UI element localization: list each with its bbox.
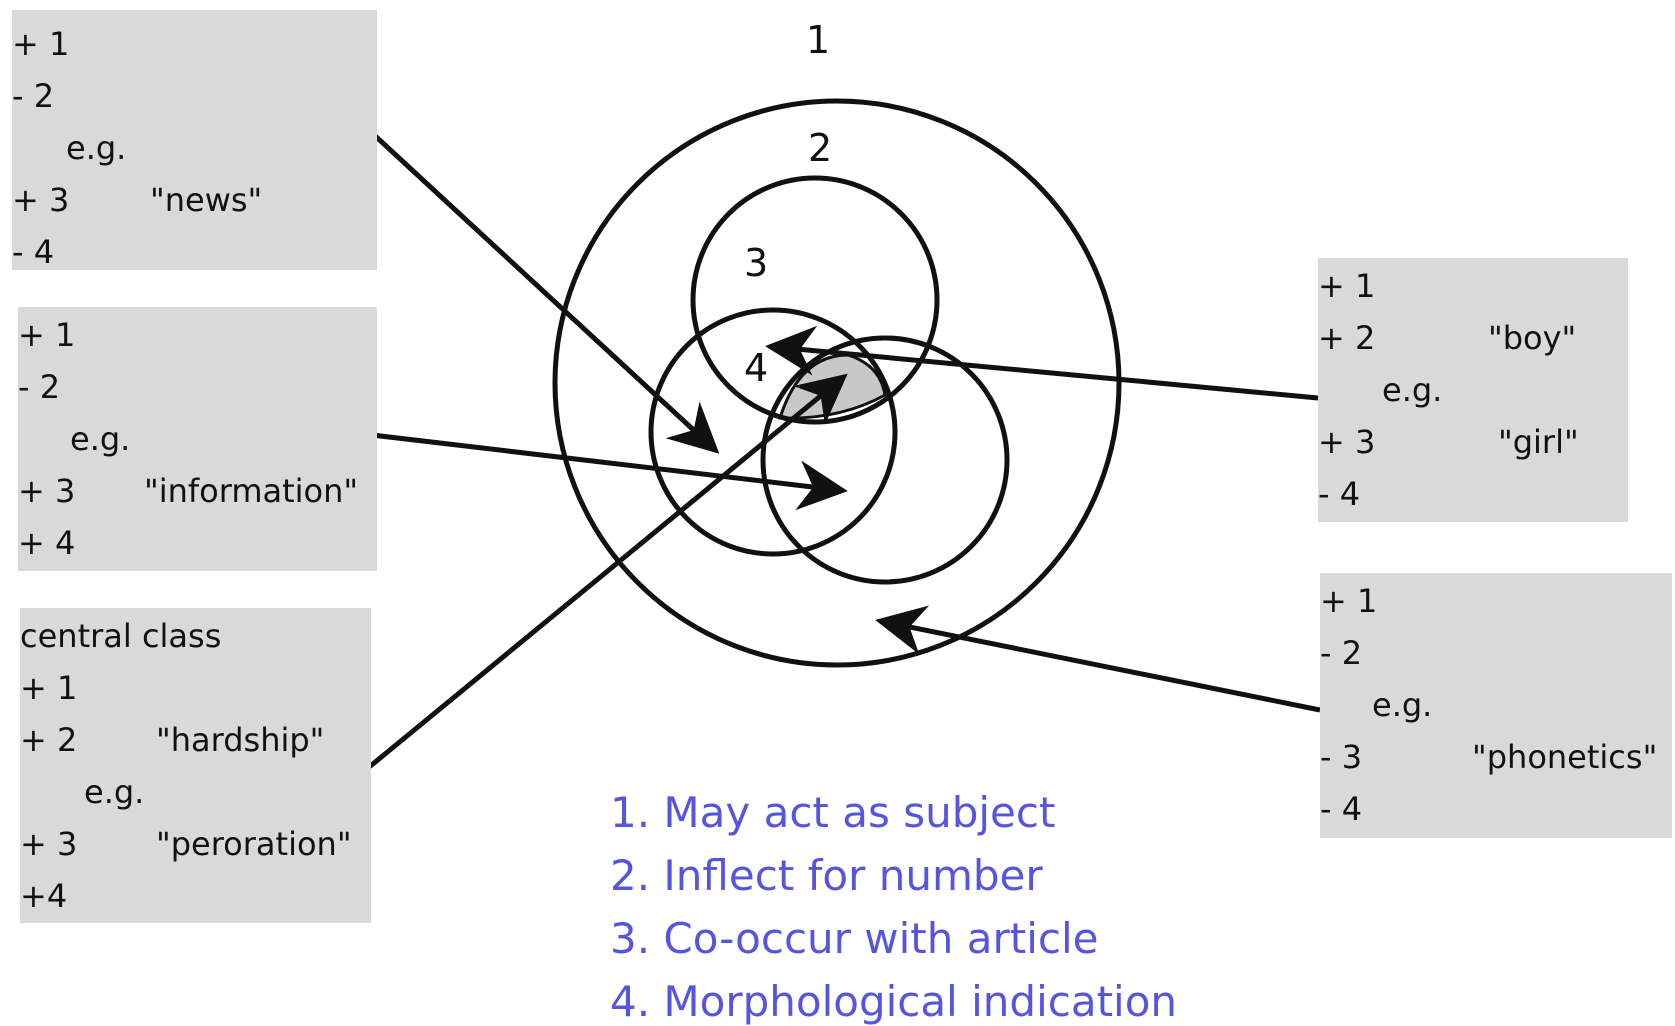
- feature-4: - 4: [1320, 790, 1363, 828]
- feature-3: + 3: [20, 825, 78, 863]
- arrow-phonetics: [875, 605, 1321, 713]
- eg-label: e.g.: [1372, 686, 1433, 724]
- feature-4: + 4: [18, 524, 76, 562]
- feature-2: - 2: [12, 77, 55, 115]
- feature-1: + 1: [20, 669, 78, 707]
- example-word-1: "boy": [1488, 319, 1577, 357]
- circle-3: [648, 307, 898, 557]
- eg-label: e.g.: [1382, 371, 1443, 409]
- circle-label-3: 3: [744, 241, 769, 285]
- feature-4: - 4: [1318, 475, 1361, 513]
- box-phonetics: + 1 - 2 e.g. - 3 "phonetics" - 4: [1320, 573, 1672, 838]
- box-title: central class: [20, 617, 222, 655]
- eg-label: e.g.: [84, 773, 145, 811]
- box-boy-girl: + 1 + 2 "boy" e.g. + 3 "girl" - 4: [1318, 258, 1628, 522]
- box-information: + 1 - 2 e.g. + 3 "information" + 4: [18, 307, 377, 571]
- feature-1: + 1: [1320, 582, 1378, 620]
- feature-4: - 4: [12, 233, 55, 271]
- circle-label-2: 2: [808, 126, 833, 170]
- box-central-class: central class + 1 + 2 "hardship" e.g. + …: [20, 608, 371, 923]
- example-word: "information": [144, 472, 359, 510]
- feature-2: + 2: [20, 721, 78, 759]
- circle-label-4: 4: [744, 346, 769, 390]
- legend-item-4: 4. Morphological indication: [610, 977, 1178, 1026]
- feature-2: - 2: [1320, 634, 1363, 672]
- example-word: "phonetics": [1472, 738, 1658, 776]
- eg-label: e.g.: [66, 129, 127, 167]
- example-word-2: "girl": [1498, 423, 1579, 461]
- circle-label-1: 1: [806, 18, 831, 62]
- example-word-1: "hardship": [156, 721, 325, 759]
- arrow-central: [366, 373, 848, 770]
- feature-1: + 1: [1318, 267, 1376, 305]
- feature-3: + 3: [18, 472, 76, 510]
- feature-3: + 3: [1318, 423, 1376, 461]
- arrow-news: [370, 131, 720, 454]
- feature-1: + 1: [18, 316, 76, 354]
- eg-label: e.g.: [70, 420, 131, 458]
- legend-item-3: 3. Co-occur with article: [610, 914, 1099, 963]
- legend-item-2: 2. Inflect for number: [610, 851, 1043, 900]
- feature-2: - 2: [18, 368, 61, 406]
- circle-4: [760, 335, 1010, 585]
- legend-item-1: 1. May act as subject: [610, 788, 1056, 837]
- circle-1: [552, 98, 1122, 668]
- feature-3: - 3: [1320, 738, 1363, 776]
- feature-3: + 3: [12, 181, 70, 219]
- box-news: + 1 - 2 e.g. + 3 "news" - 4: [12, 10, 377, 270]
- feature-4: +4: [20, 877, 68, 915]
- arrow-boy: [765, 325, 1319, 401]
- feature-2: + 2: [1318, 319, 1376, 357]
- example-word-2: "peroration": [156, 825, 352, 863]
- arrow-information: [371, 432, 848, 511]
- feature-1: + 1: [12, 25, 70, 63]
- example-word: "news": [150, 181, 263, 219]
